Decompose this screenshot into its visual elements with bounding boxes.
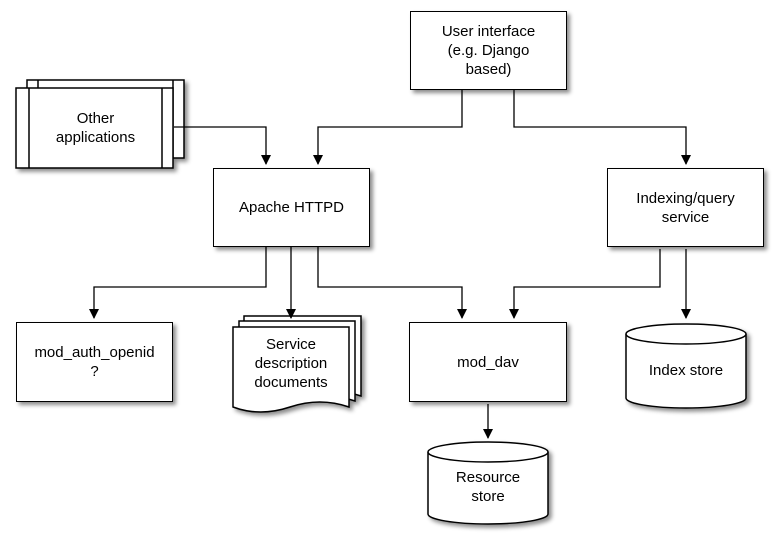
service-docs-shape <box>232 315 362 413</box>
resource-store-shape <box>427 441 549 525</box>
service-docs-label: Service description documents <box>254 335 328 391</box>
resource-store-label: Resource store <box>455 469 521 505</box>
edge-ui-to-indexing <box>513 90 691 165</box>
edge-ui-to-apache <box>313 90 463 165</box>
apache-httpd-label: Apache HTTPD <box>238 199 345 216</box>
mod-auth-openid-label: mod_auth_openid ? <box>34 344 155 380</box>
edge-indexing-to-moddav <box>509 249 661 319</box>
mod-dav-node: mod_dav <box>409 322 567 402</box>
index-store-shape <box>625 323 747 409</box>
index-store-label: Index store <box>648 361 724 379</box>
edge-apache-to-moddav <box>317 247 467 319</box>
indexing-service-node: Indexing/query service <box>607 168 764 247</box>
edge-apache-to-openid <box>89 247 267 319</box>
user-interface-node: User interface (e.g. Django based) <box>410 11 567 90</box>
other-applications-label: Other applications <box>55 110 136 146</box>
indexing-service-label: Indexing/query service <box>636 189 735 226</box>
mod-dav-label: mod_dav <box>457 353 519 371</box>
edge-otherapps-to-apache <box>174 126 271 165</box>
connectors <box>89 90 691 439</box>
user-interface-label: User interface (e.g. Django based) <box>441 23 536 78</box>
other-applications-shape <box>15 79 185 169</box>
mod-auth-openid-node: mod_auth_openid ? <box>16 322 173 402</box>
apache-httpd-node: Apache HTTPD <box>213 168 370 247</box>
